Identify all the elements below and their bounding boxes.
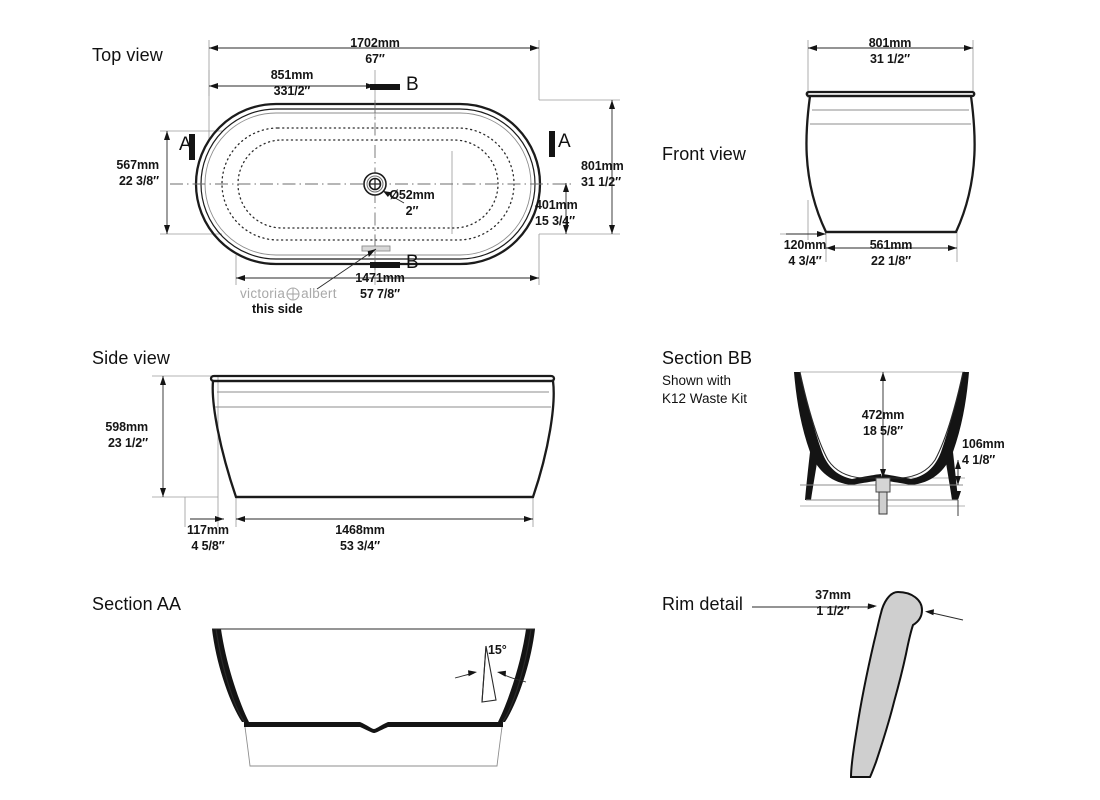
dim-overall-width: 801mm 31 1/2″ [581,159,624,189]
section-marker-a-right: A [558,131,571,152]
rim-detail-title: Rim detail [662,594,744,614]
dim-section-bb-internal-depth: 472mm 18 5/8″ [861,408,905,438]
dim-overall-length: 1702mm 67″ [350,36,400,66]
section-bb-title: Section BB [662,348,753,368]
section-bb-note: Shown with K12 Waste Kit [662,373,748,406]
dim-rim-thickness: 37mm 1 1/2″ [815,588,851,618]
dim-waste-offset-from-left: 851mm 331/2″ [270,68,314,98]
orientation-note: this side [252,302,303,316]
dim-front-base-width: 561mm 22 1/8″ [869,238,913,268]
dim-side-base-length: 1468mm 53 3/4″ [335,523,385,553]
section-aa-title: Section AA [92,594,182,614]
brand-text-right: albert [301,286,337,302]
crosshair-circle-icon [286,287,300,301]
dim-inner-length: 1471mm 57 7/8″ [355,271,405,301]
brand-text-left: victoria [240,286,286,302]
dim-side-foot-inset: 117mm 4 5/8″ [187,523,229,553]
brand-logo: victoria albert this side [240,285,337,316]
dim-front-top-width: 801mm 31 1/2″ [868,36,912,66]
dim-waste-diameter: Ø52mm 2″ [389,188,435,218]
dim-section-aa-wall-angle: 15° [488,643,507,657]
dim-section-bb-base-to-floor: 106mm 4 1/8″ [962,437,1005,467]
section-marker-b-bottom: B [406,252,419,273]
dim-waste-offset-from-bottom: 401mm 15 3/4″ [535,198,578,228]
dim-front-foot-inset: 120mm 4 3/4″ [783,238,827,268]
side-view-title: Side view [92,348,170,368]
section-marker-b-top: B [406,74,419,95]
dim-side-overall-height: 598mm 23 1/2″ [105,420,148,450]
section-marker-a-left: A [179,134,192,155]
dim-waste-offset-from-top: 567mm 22 3/8″ [116,158,159,188]
top-view-title: Top view [92,45,163,65]
front-view-title: Front view [662,144,747,164]
